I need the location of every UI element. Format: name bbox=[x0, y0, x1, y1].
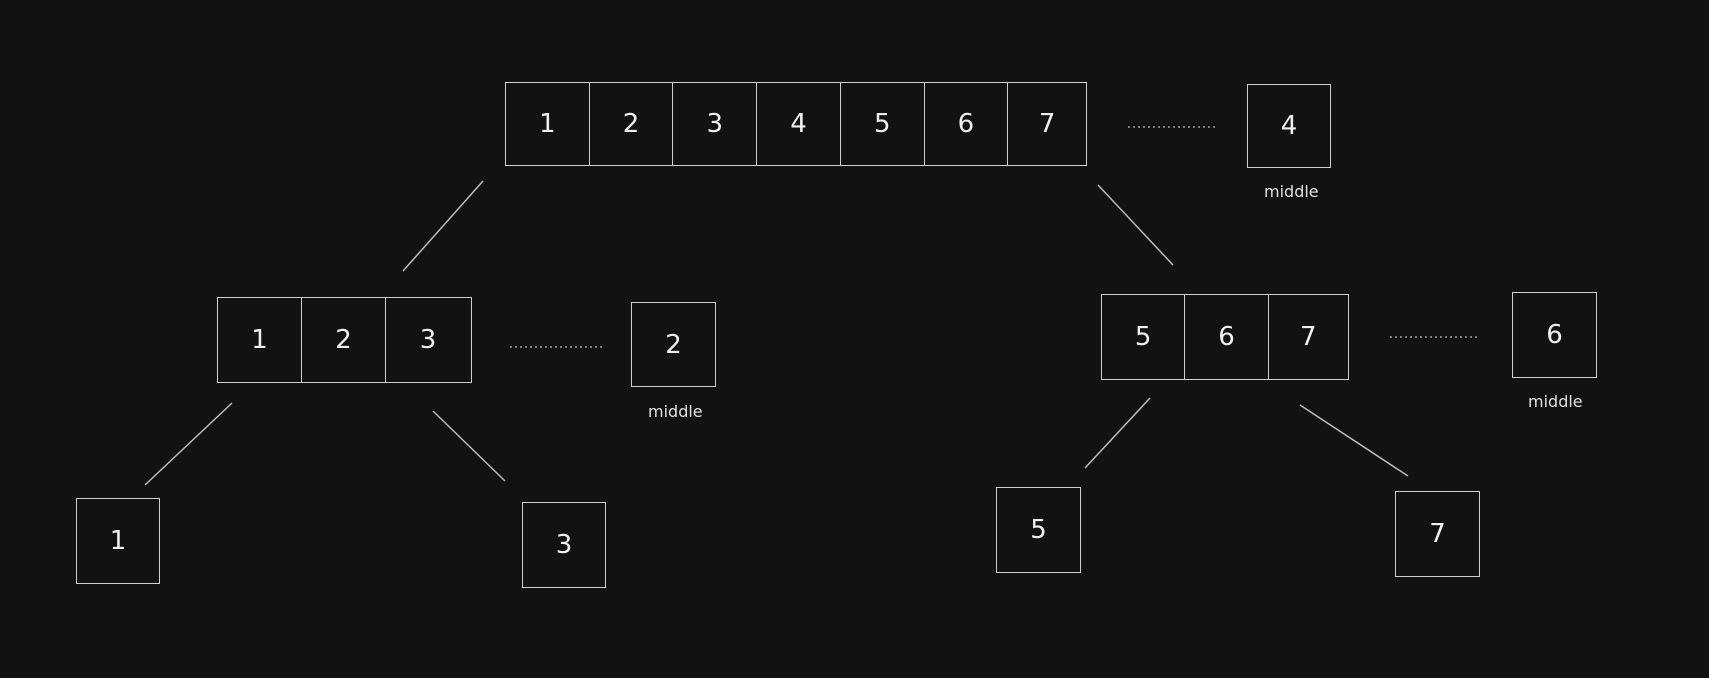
edge-root-left bbox=[402, 180, 484, 272]
root-cell: 7 bbox=[1038, 109, 1056, 139]
left-cell: 1 bbox=[218, 298, 302, 382]
root-cell: 3 bbox=[673, 83, 758, 165]
left-child-box: 3 bbox=[522, 502, 606, 588]
root-cell: 2 bbox=[590, 83, 674, 165]
right-cell: 5 bbox=[1102, 295, 1186, 379]
right-child-box: 7 bbox=[1395, 491, 1480, 577]
right-child-box: 5 bbox=[996, 487, 1081, 573]
left-cell: 3 bbox=[419, 325, 437, 355]
left-cell: 2 bbox=[302, 298, 386, 382]
right-cell: 7 bbox=[1300, 322, 1317, 352]
root-cell: 1 bbox=[506, 83, 590, 165]
right-middle-label: middle bbox=[1528, 392, 1583, 411]
left-middle-label: middle bbox=[648, 402, 703, 421]
left-array: 1 2 3 bbox=[217, 297, 472, 383]
root-array: 1 2 3 4 5 6 7 bbox=[505, 82, 1087, 166]
root-cell: 5 bbox=[841, 83, 925, 165]
root-middle-label: middle bbox=[1264, 182, 1319, 201]
left-middle-box: 2 bbox=[631, 302, 716, 387]
right-middle-box: 6 bbox=[1512, 292, 1597, 378]
edge-left-child-1 bbox=[144, 402, 233, 486]
root-middle-box: 4 bbox=[1247, 84, 1331, 168]
right-array: 5 6 7 bbox=[1101, 294, 1349, 380]
edge-right-child-5 bbox=[1084, 397, 1151, 469]
right-cell: 6 bbox=[1185, 295, 1269, 379]
edge-root-right bbox=[1097, 184, 1174, 266]
root-cell: 6 bbox=[925, 83, 1009, 165]
left-child-box: 1 bbox=[76, 498, 160, 584]
root-cell: 4 bbox=[757, 83, 841, 165]
edge-left-child-3 bbox=[432, 410, 506, 482]
edge-right-child-7 bbox=[1299, 404, 1409, 477]
